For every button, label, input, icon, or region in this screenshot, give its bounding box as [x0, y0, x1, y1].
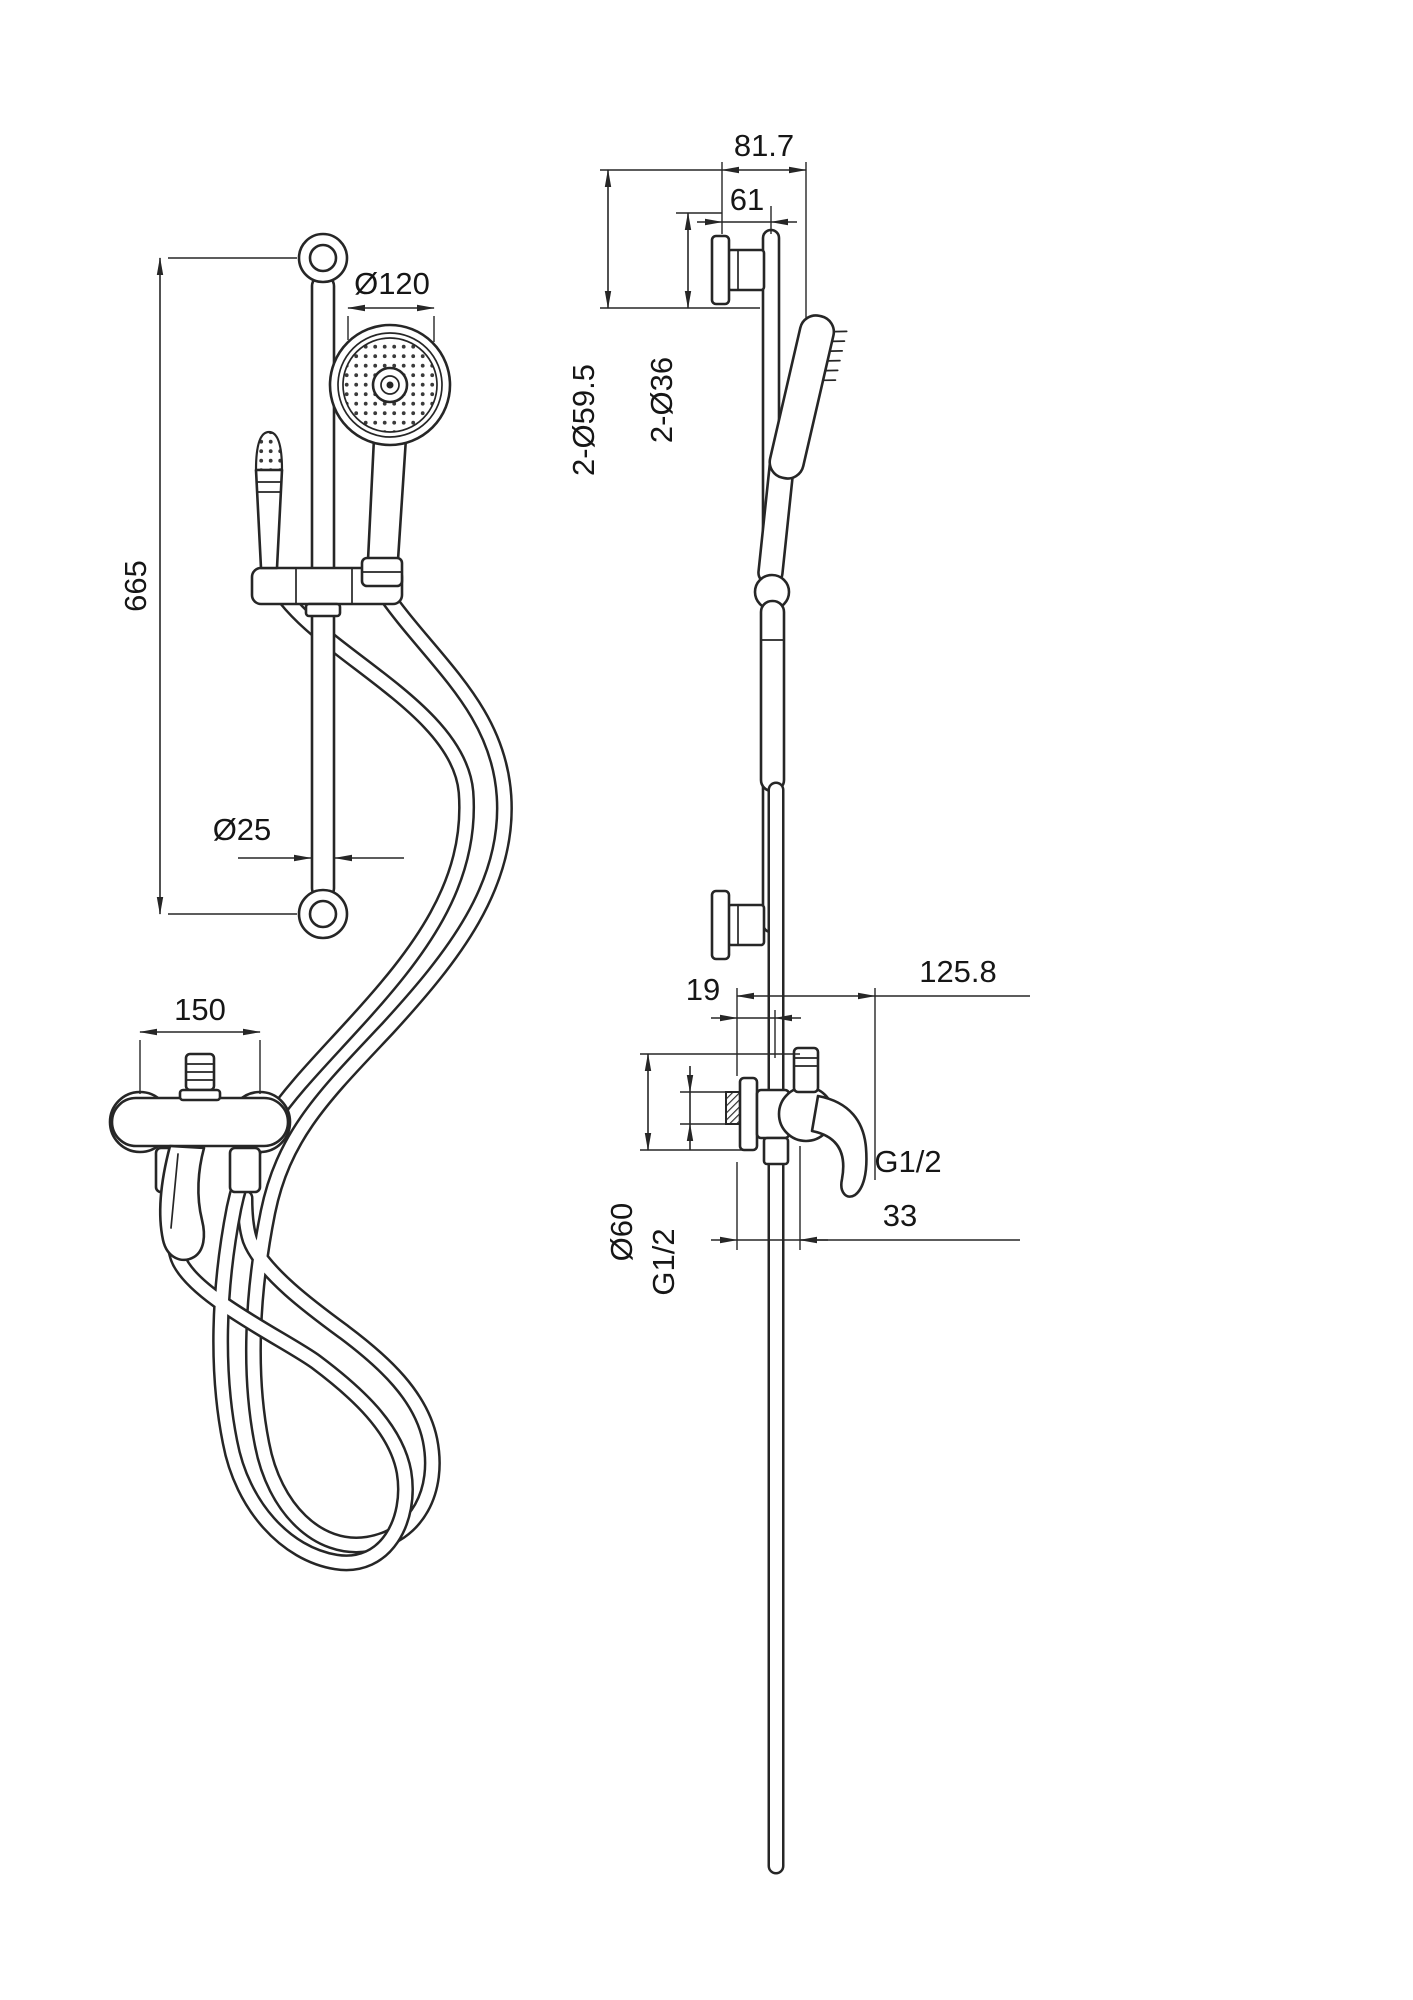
- dim-bracket-body-diameter: 2-Ø36: [644, 357, 679, 443]
- dim-rail-length: 665: [118, 560, 153, 612]
- dim-wall-to-head-face: 81.7: [734, 128, 794, 163]
- dim-bracket-flange-diameter: 2-Ø59.5: [566, 364, 601, 476]
- shower-hose-b: [162, 561, 476, 1572]
- side-dimensions: 81.7 61 2-Ø59.5 2-Ø36 125.8: [566, 128, 1030, 1296]
- dim-outlet-thread: G1/2: [874, 1144, 941, 1179]
- dim-rail-diameter: Ø25: [213, 812, 272, 847]
- dim-wall-to-rail-center: 61: [730, 182, 764, 217]
- diverter-knob-profile: [792, 1046, 820, 1094]
- hand-shower-profile: [753, 314, 848, 793]
- dim-outlet-depth: 33: [883, 1198, 917, 1233]
- front-dimensions: Ø120 665 Ø25 150: [118, 257, 435, 1094]
- diverter-knob: [178, 1052, 222, 1102]
- bottom-wall-bracket: [710, 889, 766, 961]
- dim-wall-to-hose-center: 19: [686, 972, 720, 1007]
- shower-hose-a: [236, 579, 513, 1554]
- dim-wall-to-handle-tip: 125.8: [919, 954, 997, 989]
- mixer-side: [725, 1046, 868, 1198]
- dim-escutcheon-diameter: Ø60: [604, 1203, 639, 1262]
- mixer-escutcheon-profile: [738, 1076, 759, 1152]
- hose-nut-right: [228, 1146, 262, 1194]
- hand-shower-handle: [360, 436, 408, 588]
- hand-spray-wand: [254, 430, 284, 570]
- mixer-body: [110, 1096, 290, 1148]
- dim-head-diameter: Ø120: [354, 266, 430, 301]
- wand-profile: [759, 599, 786, 793]
- outlet-nut: [762, 1136, 790, 1166]
- front-view: Ø120 665 Ø25 150: [108, 232, 513, 1572]
- hand-shower-head: [328, 323, 452, 447]
- rail-top-mount: [297, 232, 349, 284]
- side-view: 81.7 61 2-Ø59.5 2-Ø36 125.8: [566, 128, 1030, 1875]
- dim-inlet-center-distance: 150: [174, 992, 226, 1027]
- mixer-lever: [158, 1144, 206, 1262]
- mixer-lever-profile: [810, 1094, 868, 1198]
- rail-bottom-mount: [297, 888, 349, 940]
- dim-inlet-thread: G1/2: [646, 1228, 681, 1295]
- top-wall-bracket: [710, 234, 766, 306]
